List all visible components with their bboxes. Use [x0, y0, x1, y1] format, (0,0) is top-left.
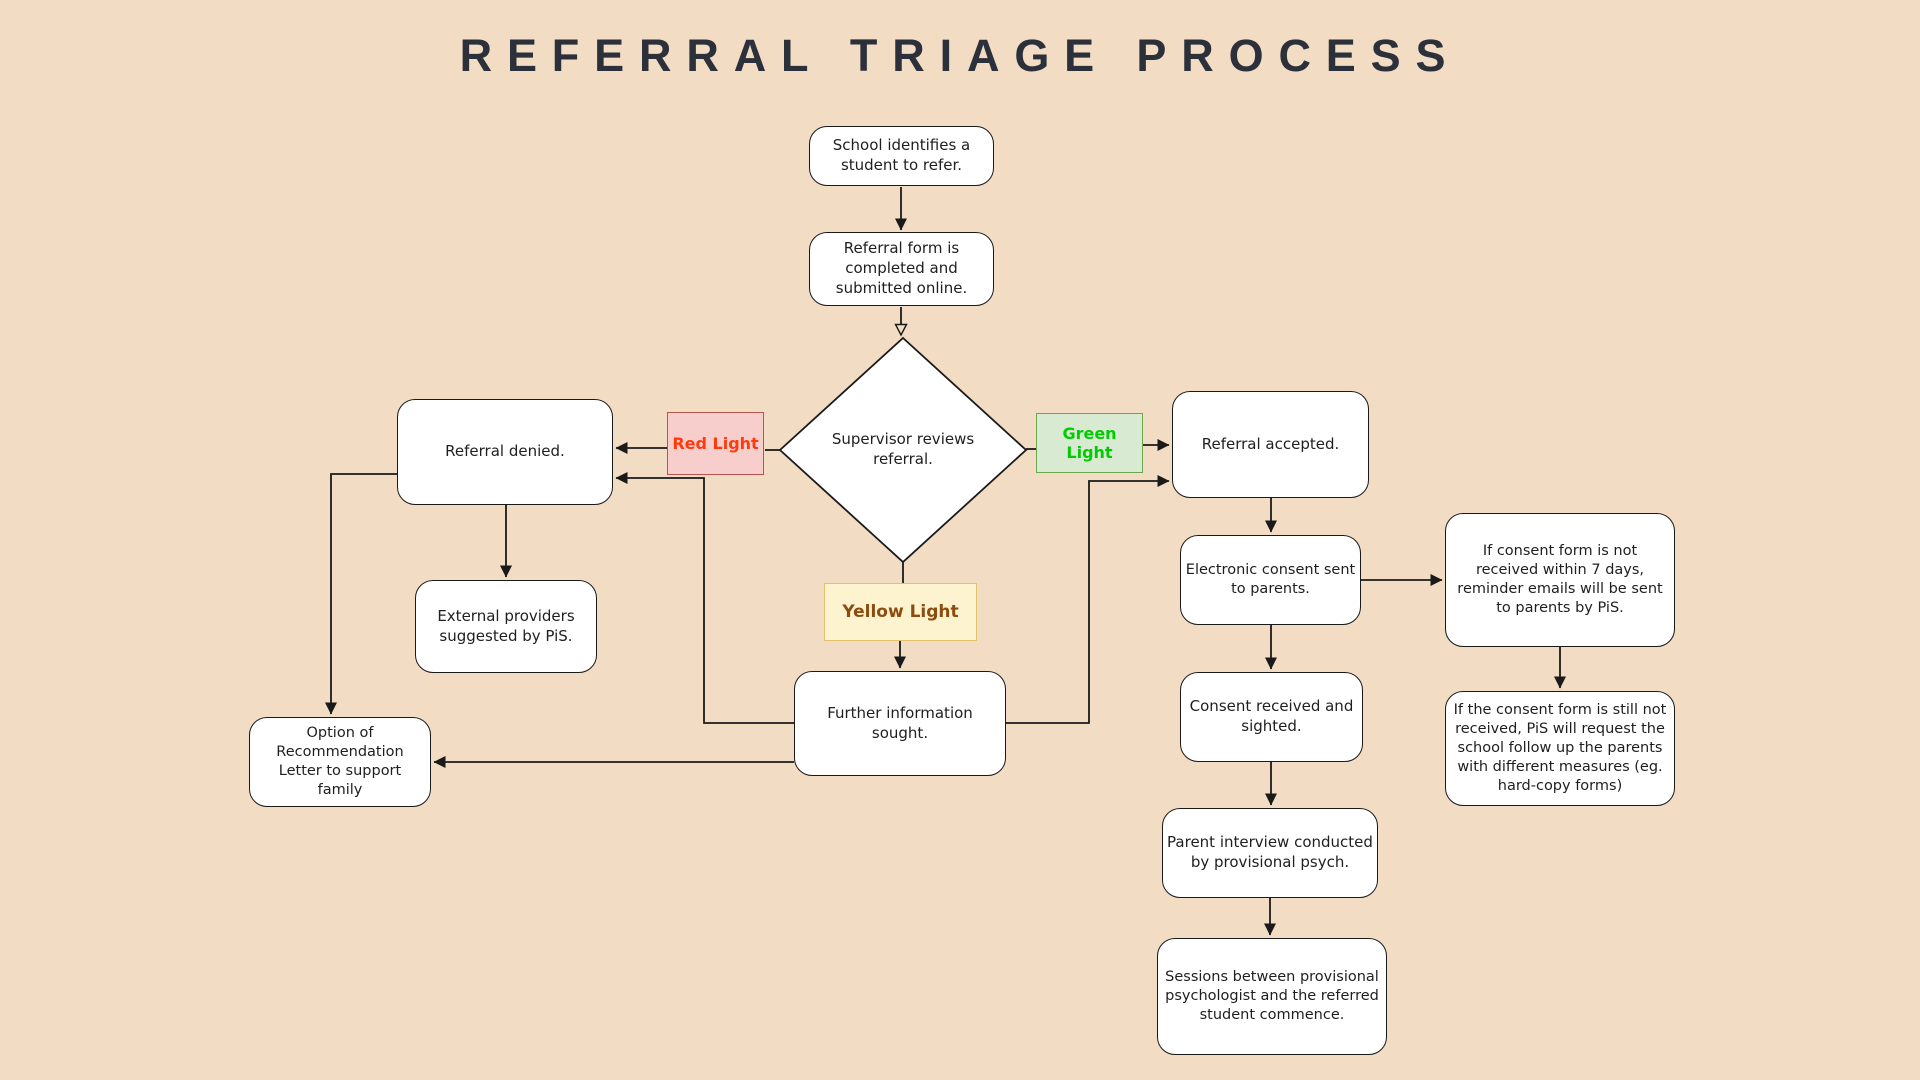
node-referral-denied: Referral denied. [397, 399, 613, 505]
decision-diamond [778, 336, 1028, 564]
label-yellow-light: Yellow Light [824, 583, 977, 641]
node-school-identifies: School identifies a student to refer. [809, 126, 994, 186]
node-electronic-consent: Electronic consent sent to parents. [1180, 535, 1361, 625]
node-parent-interview: Parent interview conducted by provisiona… [1162, 808, 1378, 898]
node-consent-reminder: If consent form is not received within 7… [1445, 513, 1675, 647]
node-referral-accepted: Referral accepted. [1172, 391, 1369, 498]
node-further-information: Further information sought. [794, 671, 1006, 776]
label-green-light: Green Light [1036, 413, 1143, 473]
edge-further-to-accepted [1006, 475, 1170, 724]
node-consent-received: Consent received and sighted. [1180, 672, 1363, 762]
page-title: REFERRAL TRIAGE PROCESS [459, 30, 1461, 81]
node-referral-form: Referral form is completed and submitted… [809, 232, 994, 306]
node-recommendation-letter: Option of Recommendation Letter to suppo… [249, 717, 431, 807]
label-red-light: Red Light [667, 412, 764, 475]
node-sessions-commence: Sessions between provisional psychologis… [1157, 938, 1387, 1055]
decision-supervisor-review: Supervisor reviews referral. [831, 430, 975, 468]
node-external-providers: External providers suggested by PiS. [415, 580, 597, 673]
edge-further-to-denied [615, 472, 794, 724]
edge-denied-to-option [325, 473, 397, 715]
node-consent-still-not-received: If the consent form is still not receive… [1445, 691, 1675, 806]
